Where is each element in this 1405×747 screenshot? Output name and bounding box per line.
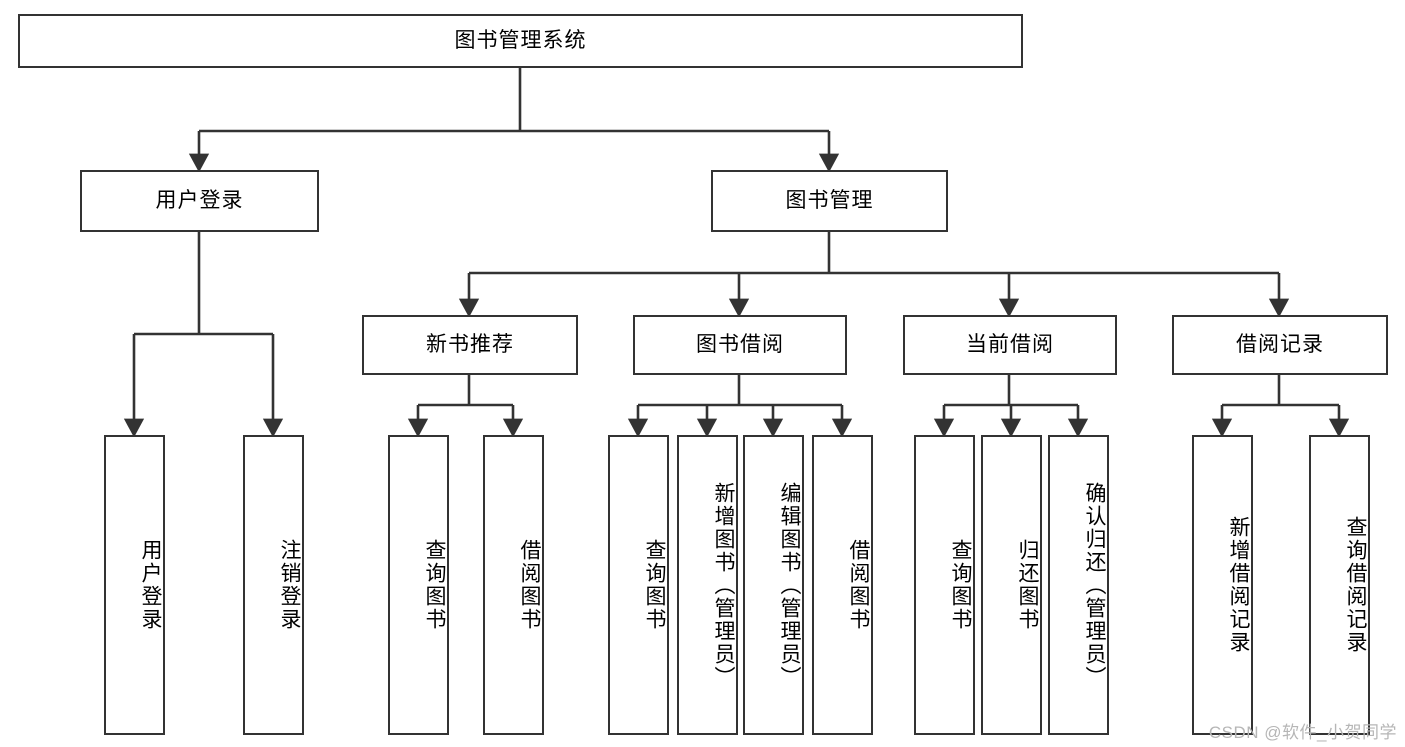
node-borrow-record-label: 借阅记录 [1236, 333, 1324, 357]
node-book-manage-label: 图书管理 [785, 189, 874, 213]
node-new-book-recommend[interactable]: 新书推荐 [362, 315, 578, 375]
node-leaf-query-book-2-label: 查询图书 [643, 539, 666, 631]
node-leaf-borrow-book-2-label: 借阅图书 [847, 539, 870, 631]
node-leaf-query-book-1-label: 查询图书 [423, 539, 446, 631]
node-user-login[interactable]: 用户登录 [80, 170, 319, 232]
node-leaf-add-book-label: 新增图书（管理员） [712, 481, 735, 689]
node-leaf-borrow-book-1-label: 借阅图书 [518, 539, 541, 631]
node-borrow-record[interactable]: 借阅记录 [1172, 315, 1388, 375]
node-leaf-edit-book-label: 编辑图书（管理员） [778, 481, 801, 689]
node-leaf-borrow-book-2[interactable]: 借阅图书 [812, 435, 873, 735]
node-leaf-add-book[interactable]: 新增图书（管理员） [677, 435, 738, 735]
node-user-login-label: 用户登录 [155, 189, 244, 213]
node-leaf-query-record[interactable]: 查询借阅记录 [1309, 435, 1370, 735]
node-book-borrow-label: 图书借阅 [696, 333, 784, 357]
node-new-book-recommend-label: 新书推荐 [426, 333, 514, 357]
node-leaf-borrow-book-1[interactable]: 借阅图书 [483, 435, 544, 735]
node-book-borrow[interactable]: 图书借阅 [633, 315, 847, 375]
node-leaf-user-login-label: 用户登录 [139, 539, 162, 631]
node-leaf-query-book-3[interactable]: 查询图书 [914, 435, 975, 735]
node-leaf-edit-book[interactable]: 编辑图书（管理员） [743, 435, 804, 735]
watermark-text: CSDN @软件_小贺同学 [1208, 723, 1397, 742]
node-root[interactable]: 图书管理系统 [18, 14, 1023, 68]
node-book-manage[interactable]: 图书管理 [711, 170, 948, 232]
node-leaf-query-record-label: 查询借阅记录 [1344, 516, 1367, 654]
node-leaf-logout-login[interactable]: 注销登录 [243, 435, 304, 735]
node-leaf-add-record[interactable]: 新增借阅记录 [1192, 435, 1253, 735]
node-leaf-logout-login-label: 注销登录 [278, 539, 301, 631]
node-root-label: 图书管理系统 [454, 29, 587, 53]
node-leaf-confirm-return-label: 确认归还（管理员） [1083, 481, 1106, 689]
node-leaf-query-book-1[interactable]: 查询图书 [388, 435, 449, 735]
node-leaf-return-book-label: 归还图书 [1016, 539, 1039, 631]
node-leaf-query-book-3-label: 查询图书 [949, 539, 972, 631]
node-leaf-confirm-return[interactable]: 确认归还（管理员） [1048, 435, 1109, 735]
node-leaf-user-login[interactable]: 用户登录 [104, 435, 165, 735]
node-leaf-query-book-2[interactable]: 查询图书 [608, 435, 669, 735]
node-current-borrow[interactable]: 当前借阅 [903, 315, 1117, 375]
node-leaf-return-book[interactable]: 归还图书 [981, 435, 1042, 735]
node-leaf-add-record-label: 新增借阅记录 [1227, 516, 1250, 654]
node-current-borrow-label: 当前借阅 [966, 333, 1054, 357]
